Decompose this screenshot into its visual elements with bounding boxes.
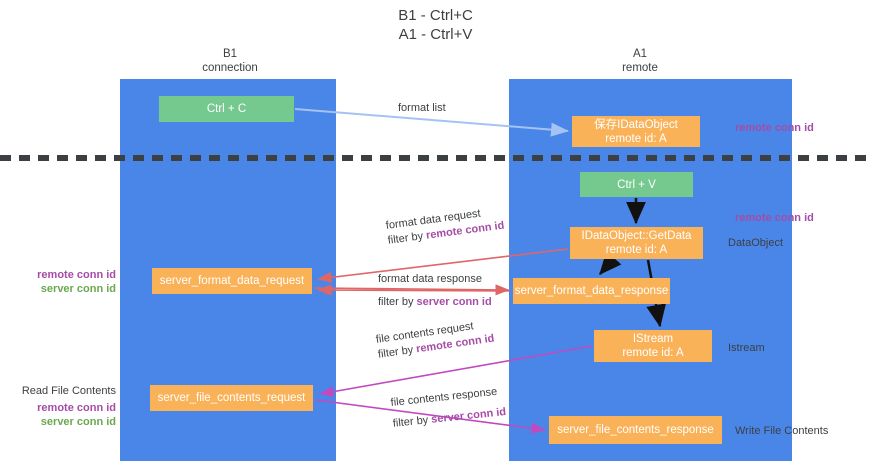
column-header-b1-role: connection — [202, 62, 258, 74]
annotation-dataobject: DataObject — [728, 237, 784, 249]
box-server-format-data-request-label: server_format_data_request — [159, 275, 305, 287]
connector-file-contents-response — [315, 399, 546, 434]
annotation-left-remote-conn-id-1: remote conn id — [37, 269, 116, 281]
annotation-istream: Istream — [728, 342, 765, 354]
box-ctrl-v-label: Ctrl + V — [617, 178, 656, 191]
column-header-a1-name: A1 — [632, 48, 648, 60]
edge-label-file-contents-response-prefix: filter by — [392, 413, 432, 430]
annotation-left-remote-conn-id-2: remote conn id — [37, 402, 116, 414]
annotation-left-server-conn-id-2: server conn id — [40, 416, 116, 428]
box-server-file-contents-request[interactable]: server_file_contents_request — [150, 385, 313, 411]
title-line-1: B1 - Ctrl+C — [398, 7, 473, 24]
edge-label-format-list: format list — [398, 101, 446, 116]
box-istream[interactable]: IStream remote id: A — [594, 330, 712, 362]
connector-format-data-response — [313, 284, 510, 296]
box-ctrl-c-label: Ctrl + C — [206, 103, 247, 115]
box-ctrl-c[interactable]: Ctrl + C — [159, 96, 294, 122]
edge-label-format-data-response-key: server conn id — [416, 296, 492, 308]
annotation-remote-conn-id-mid: remote conn id — [735, 212, 814, 224]
box-server-format-data-response-label: server_format_data_response — [514, 285, 669, 297]
annotation-write-file-contents: Write File Contents — [735, 425, 829, 437]
annotation-remote-conn-id-top: remote conn id — [735, 122, 814, 134]
annotation-read-file-contents: Read File Contents — [21, 385, 116, 397]
box-istream-line2: remote id: A — [622, 347, 684, 359]
box-save-idataobject[interactable]: 保存IDataObject remote id: A — [572, 116, 700, 147]
connector-file-contents-request — [319, 345, 593, 398]
box-ctrl-v[interactable]: Ctrl + V — [580, 172, 693, 197]
box-server-format-data-request[interactable]: server_format_data_request — [152, 268, 312, 294]
column-header-a1-role: remote — [622, 62, 658, 74]
diagram-title: B1 - Ctrl+C A1 - Ctrl+V — [0, 6, 871, 44]
edge-label-file-contents-request-prefix: filter by — [377, 343, 418, 361]
connector-format-data-request — [317, 248, 569, 283]
connector-format-data-response-return — [317, 284, 510, 296]
edge-label-format-data-response-prefix: filter by — [378, 296, 417, 308]
connector-format-list — [294, 108, 569, 137]
box-server-format-data-response[interactable]: server_format_data_response — [513, 278, 670, 304]
annotation-left-server-conn-id-1: server conn id — [40, 283, 116, 295]
edge-label-format-data-request-prefix: filter by — [387, 229, 427, 247]
edge-label-format-data-response-line1: format data response — [378, 273, 482, 285]
box-save-idataobject-line2: remote id: A — [605, 132, 667, 145]
box-idataobject-getdata-line2: remote id: A — [605, 244, 668, 256]
annotation-left-conn-ids-bottom: remote conn id server conn id — [14, 401, 116, 429]
title-line-2: A1 - Ctrl+V — [398, 26, 473, 43]
box-idataobject-getdata-line1: IDataObject::GetData — [581, 230, 692, 242]
column-header-a1: A1 remote — [560, 47, 720, 75]
box-idataobject-getdata[interactable]: IDataObject::GetData remote id: A — [570, 227, 703, 259]
column-header-b1-name: B1 — [222, 48, 238, 60]
edge-label-format-data-response: format data response filter by server co… — [378, 272, 492, 310]
column-header-b1: B1 connection — [150, 47, 310, 75]
box-server-file-contents-response-label: server_file_contents_response — [557, 424, 714, 436]
phase-divider — [0, 155, 871, 161]
box-server-file-contents-request-label: server_file_contents_request — [157, 392, 306, 404]
box-save-idataobject-line1: 保存IDataObject — [594, 118, 678, 131]
connector-getdata-format-response — [599, 251, 622, 275]
box-server-file-contents-response[interactable]: server_file_contents_response — [549, 416, 722, 444]
edge-label-format-list-text: format list — [398, 102, 446, 114]
box-istream-line1: IStream — [632, 333, 674, 345]
annotation-left-conn-ids-top: remote conn id server conn id — [18, 268, 116, 296]
